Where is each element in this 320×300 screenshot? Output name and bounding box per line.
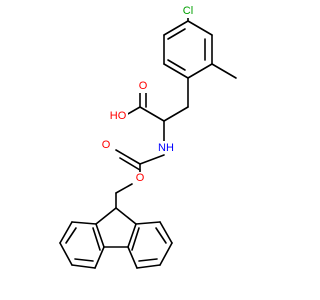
carbamate-carbonyl-oxygen: O	[100, 138, 112, 151]
bond	[74, 258, 94, 262]
bond	[187, 63, 213, 79]
bond	[94, 246, 105, 269]
bond	[139, 154, 165, 165]
acid-carbonyl-oxygen-label: O	[139, 80, 148, 92]
atom-labels: Cl HO O NH O O	[100, 5, 197, 185]
bond	[119, 157, 141, 171]
bond	[187, 20, 213, 36]
amine-nitrogen: NH	[155, 141, 177, 154]
bond	[131, 227, 140, 251]
bond	[115, 207, 137, 225]
bond	[163, 20, 189, 36]
bond	[127, 246, 138, 269]
bond	[136, 264, 161, 269]
bond	[115, 183, 133, 194]
bond	[59, 242, 73, 266]
ester-oxygen-label: O	[136, 172, 145, 184]
acid-carbonyl-oxygen: O	[137, 80, 149, 93]
bond	[139, 106, 165, 122]
bond	[167, 59, 186, 71]
bond	[95, 207, 117, 225]
hydroxyl-oxygen: HO	[108, 110, 128, 123]
bond	[155, 227, 167, 244]
bond	[135, 221, 161, 225]
bond	[125, 106, 141, 116]
bond	[167, 28, 186, 40]
bond	[71, 221, 97, 225]
molecule-drawing: Cl HO O NH O O	[59, 5, 237, 269]
ester-oxygen: O	[134, 172, 146, 185]
bond-lines	[59, 13, 237, 269]
bond	[127, 223, 137, 248]
bond	[59, 221, 73, 244]
chlorine-atom: Cl	[179, 5, 197, 18]
hydroxyl-label: HO	[110, 110, 127, 122]
bond	[138, 258, 158, 262]
bond	[163, 63, 189, 79]
bond	[65, 227, 77, 244]
bond	[71, 264, 96, 269]
bond	[159, 242, 173, 266]
chlorine-label: Cl	[183, 5, 193, 17]
bond	[159, 221, 173, 244]
structure-canvas: Cl HO O NH O O	[59, 5, 237, 269]
bond	[95, 223, 105, 248]
bond	[211, 63, 237, 79]
bond	[92, 227, 101, 251]
bond	[163, 106, 189, 122]
nh-label: NH	[158, 142, 174, 154]
bond	[115, 149, 141, 165]
carbamate-carbonyl-oxygen-label: O	[102, 139, 111, 151]
